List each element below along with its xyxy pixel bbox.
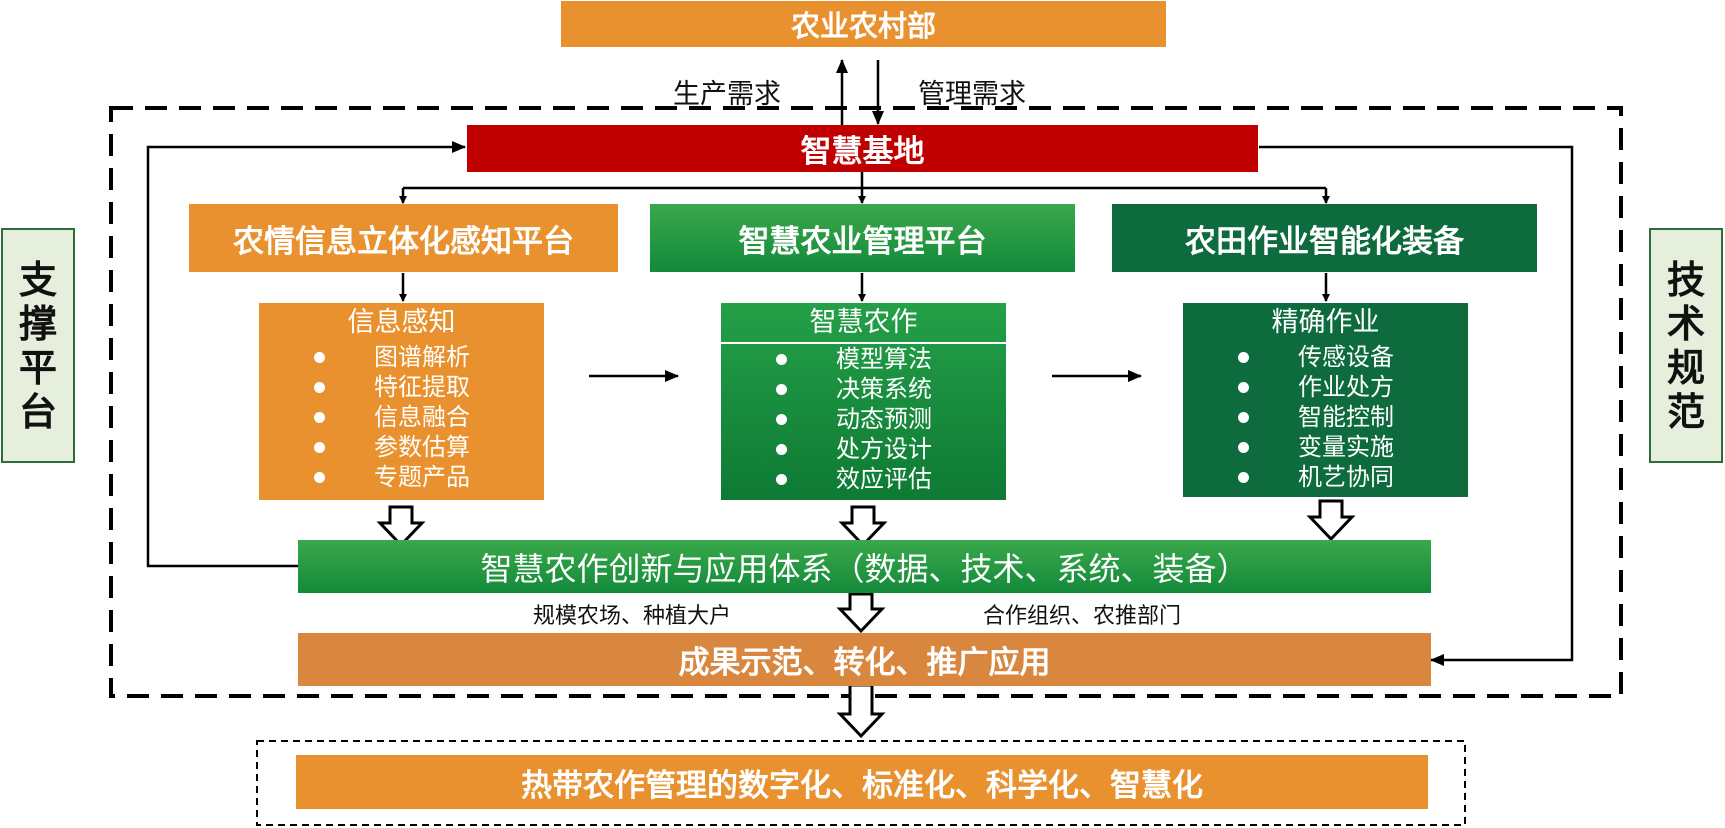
platform-management: 智慧农业管理平台 [650,204,1075,272]
smart-base-box: 智慧基地 [467,125,1258,172]
side-support-platform: 支 撑 平 台 [1,228,75,463]
list-item: 特征提取 [259,372,544,402]
list-item: 变量实施 [1183,432,1468,462]
hollow-arrow-results [836,683,886,739]
side-left-char: 平 [18,345,57,390]
hollow-arrow-panel-1 [376,505,426,548]
feedback-loop-left [146,141,466,568]
panel-list: 图谱解析 特征提取 信息融合 参数估算 专题产品 [259,342,544,492]
hollow-arrow-panel-3 [1306,499,1356,542]
panel-list: 传感设备 作业处方 智能控制 变量实施 机艺协同 [1183,342,1468,492]
results-bar: 成果示范、转化、推广应用 [298,633,1431,686]
panel-list: 模型算法 决策系统 动态预测 处方设计 效应评估 [721,344,1006,494]
panel-precision-operation: 精确作业 传感设备 作业处方 智能控制 变量实施 机艺协同 [1183,303,1468,497]
outer-dashed-frame [109,106,1623,698]
side-right-char: 规 [1666,345,1705,390]
platform-perception-label: 农情信息立体化感知平台 [233,223,574,260]
innovation-system-label: 智慧农作创新与应用体系（数据、技术、系统、装备） [480,549,1249,588]
ministry-label: 农业农村部 [790,9,936,43]
hollow-arrow-system [836,592,886,634]
panel-title: 精确作业 [1271,307,1380,338]
results-label: 成果示范、转化、推广应用 [678,645,1051,681]
side-left-char: 支 [18,257,57,302]
platform-equipment-label: 农田作业智能化装备 [1185,223,1464,260]
side-right-char: 术 [1666,301,1705,346]
side-right-char: 技 [1666,257,1705,302]
panel-title: 信息感知 [347,307,456,338]
side-left-char: 台 [18,389,57,434]
list-item: 信息融合 [259,402,544,432]
ministry-box: 农业农村部 [561,1,1166,47]
flow-label-management: 管理需求 [918,79,1026,110]
users-label-left: 规模农场、种植大户 [533,604,732,629]
bottom-dashed-frame [256,740,1466,826]
list-item: 作业处方 [1183,372,1468,402]
innovation-system-bar: 智慧农作创新与应用体系（数据、技术、系统、装备） [298,540,1431,593]
platform-equipment: 农田作业智能化装备 [1112,204,1537,272]
list-item: 模型算法 [721,344,1006,374]
list-item: 智能控制 [1183,402,1468,432]
panel-title: 智慧农作 [721,304,1006,344]
smart-base-label: 智慧基地 [800,134,925,170]
side-right-char: 范 [1666,389,1705,434]
list-item: 决策系统 [721,374,1006,404]
list-item: 传感设备 [1183,342,1468,372]
panel-information-perception: 信息感知 图谱解析 特征提取 信息融合 参数估算 专题产品 [259,303,544,500]
list-item: 效应评估 [721,464,1006,494]
outcome-bar: 热带农作管理的数字化、标准化、科学化、智慧化 [296,755,1428,809]
feedback-loop-right [1259,145,1574,666]
platform-perception: 农情信息立体化感知平台 [189,204,618,272]
side-left-char: 撑 [18,301,57,346]
list-item: 机艺协同 [1183,462,1468,492]
side-technical-standards: 技 术 规 范 [1649,228,1723,463]
flow-label-production: 生产需求 [673,79,781,110]
platform-management-label: 智慧农业管理平台 [738,223,987,260]
list-item: 图谱解析 [259,342,544,372]
list-item: 参数估算 [259,432,544,462]
hollow-arrow-panel-2 [838,505,888,548]
panel-smart-farming: 智慧农作 模型算法 决策系统 动态预测 处方设计 效应评估 [721,303,1006,500]
list-item: 动态预测 [721,404,1006,434]
list-item: 处方设计 [721,434,1006,464]
users-label-right: 合作组织、农推部门 [983,604,1182,629]
list-item: 专题产品 [259,462,544,492]
outcome-label: 热带农作管理的数字化、标准化、科学化、智慧化 [521,767,1203,804]
